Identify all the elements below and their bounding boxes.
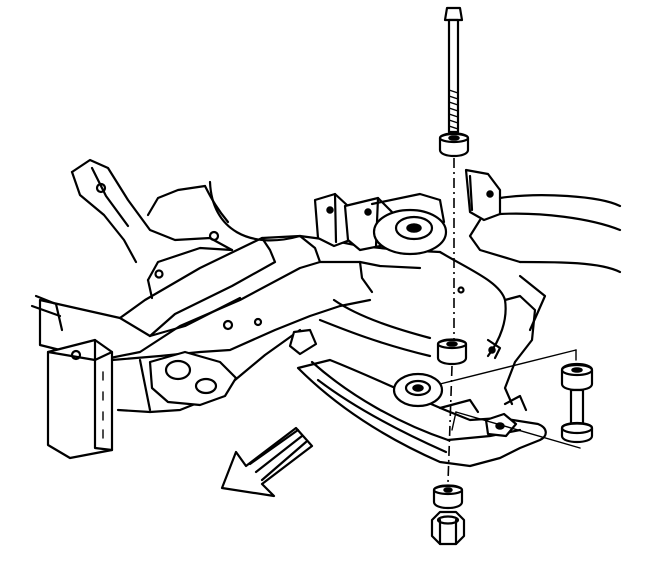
leader-line-lower-tick	[451, 411, 457, 431]
long-bolt	[443, 6, 464, 134]
leader-line-lower	[455, 411, 581, 449]
leader-line-upper	[439, 349, 577, 385]
upper-control-arm	[296, 358, 547, 468]
bushing-washer	[436, 132, 470, 366]
short-bolt	[560, 362, 594, 444]
front-crossmember-assembly	[30, 158, 622, 460]
arrow-down-left-icon	[220, 426, 314, 498]
nut	[430, 484, 466, 546]
